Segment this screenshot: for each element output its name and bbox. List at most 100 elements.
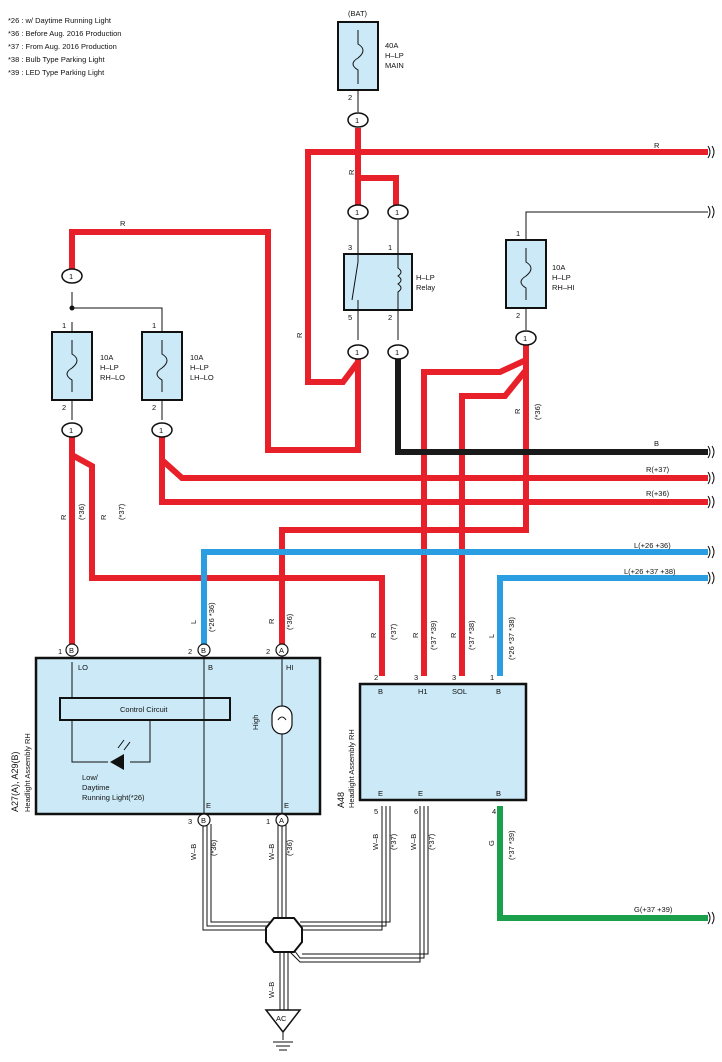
a48-pin-top-1: 2 xyxy=(374,673,378,682)
blue-wires xyxy=(201,549,708,676)
svg-text:R: R xyxy=(449,632,458,638)
wire-r-rh-hi-sol xyxy=(459,368,529,676)
a48-term-e1: E xyxy=(378,789,383,798)
svg-text:(*37): (*37) xyxy=(389,833,398,850)
end-marker-icon xyxy=(707,145,715,159)
led-icon xyxy=(110,754,124,770)
fuse-rh-lo-l3: RH–LO xyxy=(100,373,125,382)
fuse-rh-hi-l1: 10A xyxy=(552,263,565,272)
headlight-a27-a29 xyxy=(34,656,322,816)
a27-pin-e2-num: 1 xyxy=(266,817,270,826)
a48-pin-top-3: 3 xyxy=(452,673,456,682)
a27-pin-e2-conn: A xyxy=(279,816,284,825)
wire-g-3739 xyxy=(497,806,708,921)
svg-text:1: 1 xyxy=(395,348,399,357)
fuse-main-l3: MAIN xyxy=(385,61,404,70)
svg-text:(*36): (*36) xyxy=(285,613,294,630)
label-l263738: L(+26 +37 +38) xyxy=(624,567,676,576)
label-g3739: G(+37 +39) xyxy=(634,905,673,914)
connector-1: 1 xyxy=(347,204,369,220)
svg-text:(*36): (*36) xyxy=(533,403,542,420)
svg-text:W–B: W–B xyxy=(371,834,380,850)
fuse-rh-lo-l1: 10A xyxy=(100,353,113,362)
svg-text:W–B: W–B xyxy=(267,982,276,998)
fuse-icon xyxy=(66,340,78,392)
a27-pin-lo-num: 1 xyxy=(58,647,62,656)
a48-pin-top-4: 1 xyxy=(490,673,494,682)
svg-text:(*37 *38): (*37 *38) xyxy=(467,620,476,650)
red-wires xyxy=(69,128,708,676)
a48-term-b3: B xyxy=(496,789,501,798)
splice-junction xyxy=(265,917,303,953)
end-marker-icon xyxy=(707,545,715,559)
label-r37: R(+37) xyxy=(646,465,670,474)
connector-1: 1 xyxy=(347,344,369,360)
end-marker-icon xyxy=(707,445,715,459)
svg-text:G: G xyxy=(487,840,496,846)
svg-text:R: R xyxy=(267,618,276,624)
svg-text:1: 1 xyxy=(523,334,527,343)
a27-pin-e1-conn: B xyxy=(201,816,206,825)
a27-term-e1: E xyxy=(206,801,211,810)
relay-label-1: H–LP xyxy=(416,273,435,282)
label-r36: R(+36) xyxy=(646,489,670,498)
svg-text:1: 1 xyxy=(69,426,73,435)
end-marker-icon xyxy=(707,205,715,219)
a27-desc: Headlight Assembly RH xyxy=(23,733,32,812)
end-marker-icon xyxy=(707,495,715,509)
label-b: B xyxy=(654,439,659,448)
end-marker-icon xyxy=(707,911,715,925)
svg-text:(*37): (*37) xyxy=(117,503,126,520)
connectors: 1 1 1 1 1 1 1 1 1 xyxy=(61,112,537,438)
svg-text:W–B: W–B xyxy=(189,844,198,860)
wire-r-rh-hi-36 xyxy=(279,345,529,648)
svg-text:R: R xyxy=(59,514,68,520)
a27-pin-b-num: 2 xyxy=(188,647,192,656)
svg-text:1: 1 xyxy=(395,208,399,217)
fuse-lh-lo-pin-bottom: 2 xyxy=(152,403,156,412)
relay-switch-icon xyxy=(351,220,359,340)
fuse-rh-hi-l2: H–LP xyxy=(552,273,571,282)
wire-r-relay-loop xyxy=(305,149,361,385)
fuse-icon xyxy=(352,30,364,84)
fuse-main-l1: 40A xyxy=(385,41,398,50)
a27-term-hi: HI xyxy=(286,663,294,672)
control-circuit-box xyxy=(59,697,231,721)
wire-thin-lo-split xyxy=(71,292,163,322)
wire-r-lh-lo-37 xyxy=(159,436,708,481)
svg-text:(*26 *36): (*26 *36) xyxy=(207,602,216,632)
svg-text:(*26 *37 *38): (*26 *37 *38) xyxy=(507,617,516,660)
note-39: *39 : LED Type Parking Light xyxy=(8,68,105,77)
wb-wires xyxy=(202,806,429,1010)
connector-1: 1 xyxy=(387,204,409,220)
connector-1: 1 xyxy=(151,422,173,438)
high-bulb-icon xyxy=(271,705,293,735)
connector-1: 1 xyxy=(61,268,83,284)
svg-text:(*36): (*36) xyxy=(209,839,218,856)
relay-pin-5: 5 xyxy=(348,313,352,322)
a48-name: A48 xyxy=(336,792,346,808)
svg-text:(*37 *39): (*37 *39) xyxy=(429,620,438,650)
a27-name: A27(A), A29(B) xyxy=(10,751,20,812)
relay-label-2: Relay xyxy=(416,283,435,292)
wire-l-263738 xyxy=(497,575,708,676)
end-marker-icon xyxy=(707,471,715,485)
wire-l-2636 xyxy=(201,549,708,648)
fuse-rh-lo-pin-top: 1 xyxy=(62,321,66,330)
svg-text:(*37 *39): (*37 *39) xyxy=(507,830,516,860)
wire-r-rh-hi-h1 xyxy=(421,357,528,676)
connector-1: 1 xyxy=(387,344,409,360)
fuse-icon xyxy=(520,248,532,300)
low-label-2: Daytime xyxy=(82,783,110,792)
fuse-lh-lo-l3: LH–LO xyxy=(190,373,214,382)
control-circuit-label: Control Circuit xyxy=(120,705,168,714)
bat-label: (BAT) xyxy=(348,9,368,18)
ground-icon xyxy=(273,1032,293,1051)
note-37: *37 : From Aug. 2016 Production xyxy=(8,42,117,51)
svg-text:L: L xyxy=(189,620,198,624)
a48-desc: Headlight Assembly RH xyxy=(347,729,356,808)
ground-label: AC xyxy=(276,1014,287,1023)
a48-pin-bottom-1: 5 xyxy=(374,807,378,816)
